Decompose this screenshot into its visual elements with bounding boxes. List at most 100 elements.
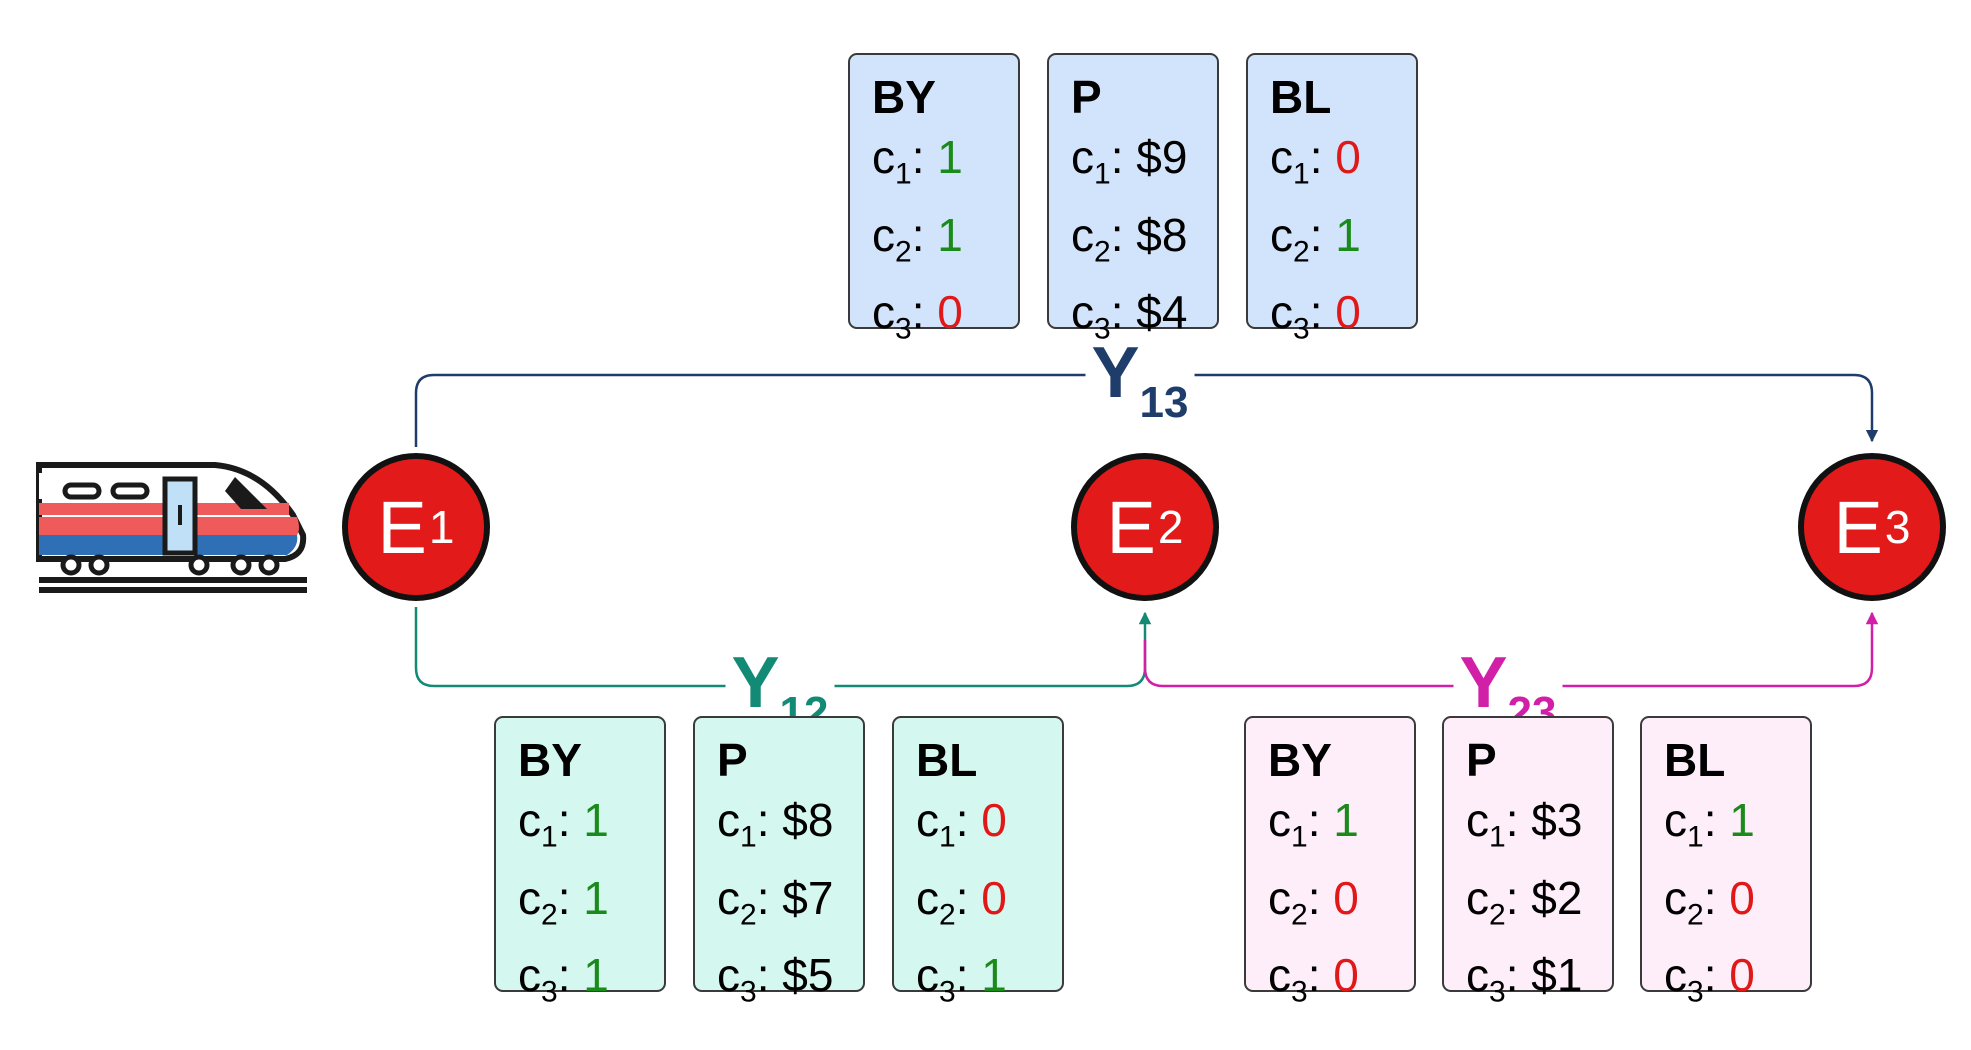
row-value: 0	[1729, 949, 1755, 1001]
row-var: c	[1664, 949, 1687, 1001]
row-value: $1	[1531, 949, 1583, 1001]
row-var: c	[1270, 286, 1293, 338]
card-row: c1: 0	[1270, 131, 1361, 191]
card-row: c3: $4	[1071, 286, 1188, 346]
row-value: 1	[1729, 794, 1755, 846]
node-e1-sub: 1	[428, 501, 455, 553]
card-row: c1: $8	[717, 794, 834, 854]
row-var: c	[872, 286, 895, 338]
row-var: c	[1664, 871, 1687, 924]
row-var-sub: 2	[1291, 898, 1308, 931]
row-var: c	[872, 131, 895, 183]
card-row: c2: 0	[1664, 871, 1755, 932]
row-value: 1	[583, 794, 609, 846]
row-value: 0	[1335, 131, 1361, 183]
row-value: 0	[981, 794, 1007, 846]
row-value: 1	[937, 208, 963, 261]
row-var-sub: 1	[1687, 820, 1704, 854]
row-var: c	[1466, 794, 1489, 846]
card-title: BY	[1268, 734, 1332, 786]
row-value: 0	[1729, 871, 1755, 924]
row-var-sub: 3	[740, 975, 757, 1009]
row-value: 0	[937, 286, 963, 338]
card-title: BL	[1664, 734, 1726, 786]
card-row: c1: 1	[1664, 794, 1755, 854]
card-title: BL	[1270, 71, 1332, 123]
row-var-sub: 3	[1291, 975, 1308, 1009]
row-value: $3	[1531, 794, 1583, 846]
row-var: c	[1071, 286, 1094, 338]
row-var: c	[717, 871, 740, 924]
row-var: c	[916, 949, 939, 1001]
row-var-sub: 3	[541, 975, 558, 1009]
edge-y23-letter: Y	[1459, 643, 1508, 723]
row-var: c	[518, 794, 541, 846]
row-var-sub: 1	[740, 820, 757, 854]
card-y23-by: BY c1: 1 c2: 0 c3: 0	[1244, 716, 1416, 1009]
card-row: c3: 0	[1268, 949, 1359, 1009]
card-row: c2: $8	[1071, 208, 1188, 269]
node-e2-letter: E	[1106, 485, 1156, 569]
row-var: c	[1270, 208, 1293, 261]
row-var: c	[1268, 949, 1291, 1001]
row-var: c	[872, 208, 895, 261]
row-var: c	[916, 871, 939, 924]
train-icon	[35, 455, 313, 600]
row-value: $7	[782, 871, 834, 924]
node-e3-letter: E	[1833, 485, 1883, 569]
edge-y13-label: Y13	[1085, 336, 1195, 440]
row-var: c	[717, 794, 740, 846]
row-var: c	[717, 949, 740, 1001]
row-var-sub: 2	[1687, 898, 1704, 931]
row-value: $9	[1136, 131, 1188, 183]
row-var: c	[518, 871, 541, 924]
card-title: BY	[872, 71, 936, 123]
card-row: c3: 0	[872, 286, 963, 346]
row-var-sub: 3	[1489, 975, 1506, 1009]
row-var-sub: 3	[1293, 312, 1310, 346]
card-row: c1: 1	[518, 794, 609, 854]
card-row: c2: $7	[717, 871, 834, 932]
card-row: c2: 1	[1270, 208, 1361, 269]
row-var-sub: 1	[1489, 820, 1506, 854]
edge-y13-sub: 13	[1139, 377, 1189, 427]
row-value: 0	[1333, 871, 1359, 924]
row-var: c	[518, 949, 541, 1001]
row-var: c	[1466, 949, 1489, 1001]
row-var-sub: 1	[1293, 157, 1310, 191]
node-e1-letter: E	[377, 485, 427, 569]
row-var-sub: 3	[895, 312, 912, 346]
card-title: P	[1466, 734, 1497, 786]
card-row: c1: $3	[1466, 794, 1583, 854]
row-var: c	[1071, 208, 1094, 261]
row-var-sub: 3	[1094, 312, 1111, 346]
row-var-sub: 1	[1291, 820, 1308, 854]
row-var-sub: 2	[895, 235, 912, 268]
card-title: BL	[916, 734, 978, 786]
row-value: 1	[1333, 794, 1359, 846]
row-var-sub: 1	[541, 820, 558, 854]
row-value: 0	[1335, 286, 1361, 338]
card-row: c1: 1	[1268, 794, 1359, 854]
row-var: c	[1270, 131, 1293, 183]
card-row: c2: 0	[1268, 871, 1359, 932]
row-var-sub: 2	[1094, 235, 1111, 268]
card-title: BY	[518, 734, 582, 786]
row-var-sub: 1	[1094, 157, 1111, 191]
row-value: $4	[1136, 286, 1188, 338]
row-value: $8	[782, 794, 834, 846]
row-value: 1	[1335, 208, 1361, 261]
card-row: c2: $2	[1466, 871, 1583, 932]
row-var-sub: 2	[1293, 235, 1310, 268]
